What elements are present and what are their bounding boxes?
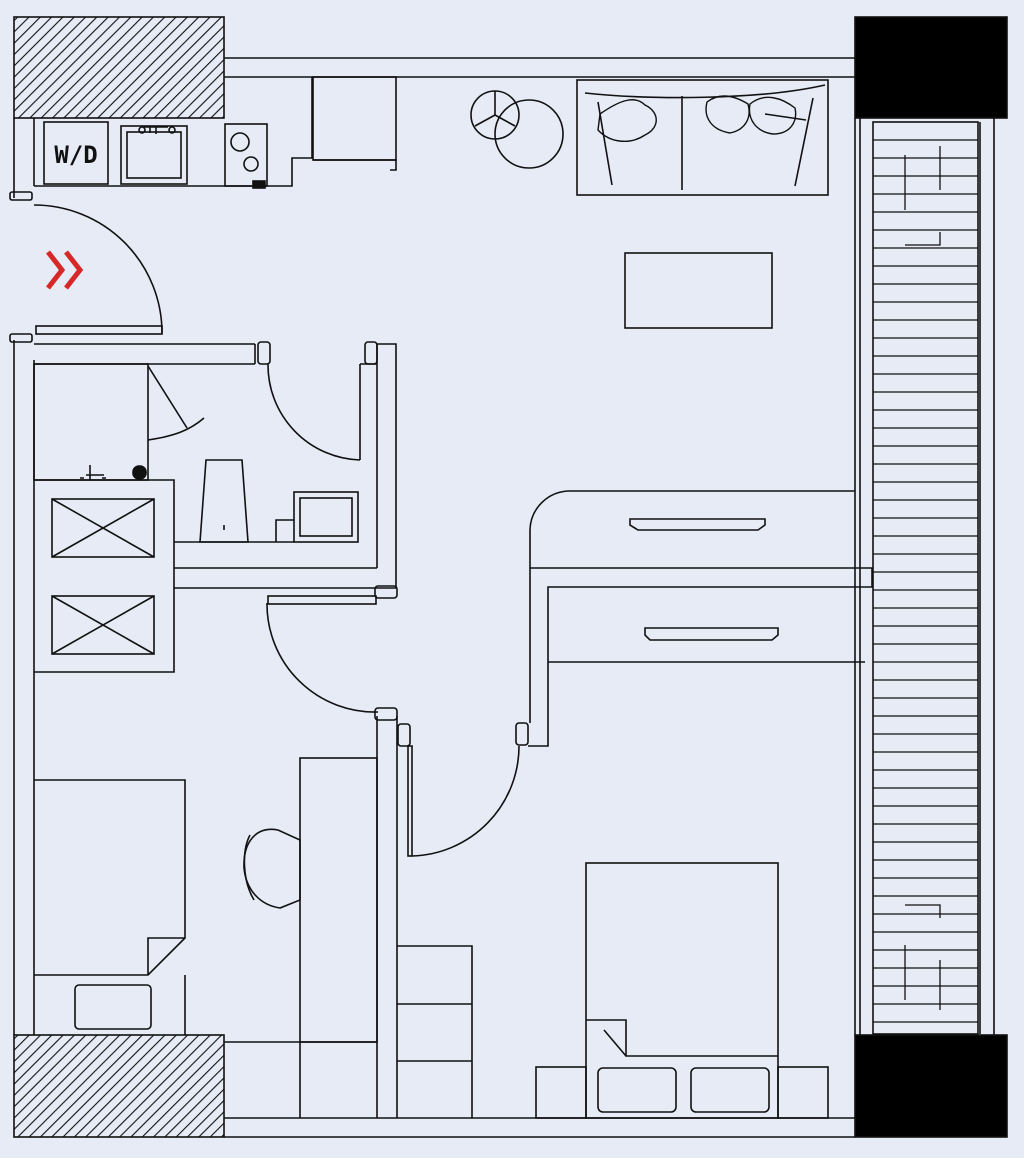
desk	[299, 757, 378, 1043]
solid-column-bottom-right	[854, 1034, 1008, 1138]
study-room	[34, 757, 378, 1118]
bath-vanity	[80, 465, 147, 480]
kitchen-sink	[120, 125, 188, 185]
washer-dryer	[43, 121, 109, 185]
coffee-table	[624, 252, 773, 329]
side-table	[494, 99, 564, 169]
shower	[33, 363, 149, 481]
living-area	[470, 79, 829, 329]
bedroom-closet	[528, 490, 873, 747]
corridor-doors	[266, 585, 529, 1118]
hatched-column-bottom-left	[13, 1034, 225, 1138]
closets	[34, 498, 175, 673]
bed	[585, 862, 779, 1119]
kitchen	[34, 76, 397, 189]
bedroom	[397, 862, 829, 1119]
study-nightstand	[74, 984, 152, 1030]
washer-dryer-label: W/D	[54, 141, 97, 169]
cooktop	[224, 123, 268, 187]
bathroom	[33, 341, 397, 589]
solid-column-top-right	[854, 16, 1008, 119]
hatched-column-top-left	[13, 16, 225, 119]
double-chevron-right-icon	[46, 250, 84, 290]
entry-door	[9, 191, 163, 343]
nightstand-right	[777, 1066, 829, 1119]
toilet	[199, 459, 249, 543]
desk-chair	[243, 828, 301, 909]
pillow-left	[597, 1067, 677, 1113]
study-bed	[34, 779, 186, 976]
nightstand-left	[535, 1066, 587, 1119]
balcony	[872, 118, 995, 1035]
sofa	[576, 79, 829, 196]
refrigerator	[312, 76, 397, 161]
pillow-right	[690, 1067, 770, 1113]
